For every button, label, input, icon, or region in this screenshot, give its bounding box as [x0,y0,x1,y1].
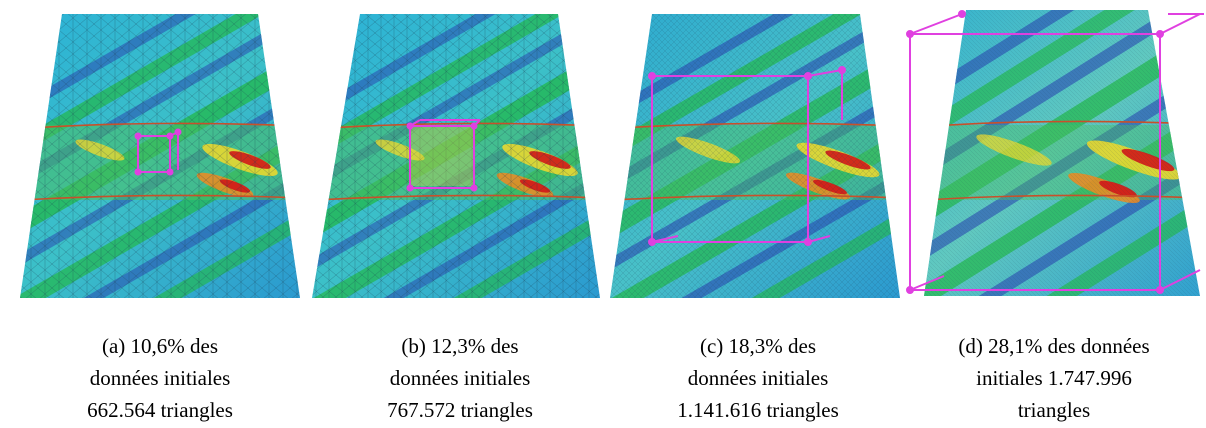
mesh-render-b [312,14,600,298]
caption-line: 767.572 triangles [387,398,533,422]
caption-a: (a) 10,6% des données initiales 662.564 … [10,330,310,426]
caption-line: données initiales [89,366,231,390]
caption-b: (b) 12,3% des données initiales 767.572 … [310,330,610,426]
caption-line: (a) 10,6% des [101,334,219,358]
caption-line: 1.141.616 triangles [677,398,839,422]
mesh-render-d [906,10,1204,296]
caption-line: triangles [1017,398,1091,422]
caption-line: (c) 18,3% des [699,334,817,358]
caption-line: 662.564 triangles [87,398,233,422]
figure-c: (c) 18,3% des données initiales 1.141.61… [608,0,908,428]
selection-box-b [406,119,481,192]
figure-b: (b) 12,3% des données initiales 767.572 … [310,0,610,428]
caption-d: (d) 28,1% des données initiales 1.747.99… [904,330,1204,426]
figure-d: (d) 28,1% des données initiales 1.747.99… [904,0,1204,428]
caption-c: (c) 18,3% des données initiales 1.141.61… [608,330,908,426]
selection-box-d [906,10,1204,294]
mesh-render-c [610,14,900,298]
caption-line: initiales 1.747.996 [976,366,1132,390]
selection-box-c [648,66,846,246]
caption-line: données initiales [389,366,531,390]
mesh-render-a [20,14,300,298]
figure-a: (a) 10,6% des données initiales 662.564 … [10,0,310,428]
selection-box-a [134,128,182,176]
caption-line: données initiales [687,366,829,390]
caption-line: (b) 12,3% des [401,334,519,358]
caption-line: (d) 28,1% des données [958,334,1150,358]
